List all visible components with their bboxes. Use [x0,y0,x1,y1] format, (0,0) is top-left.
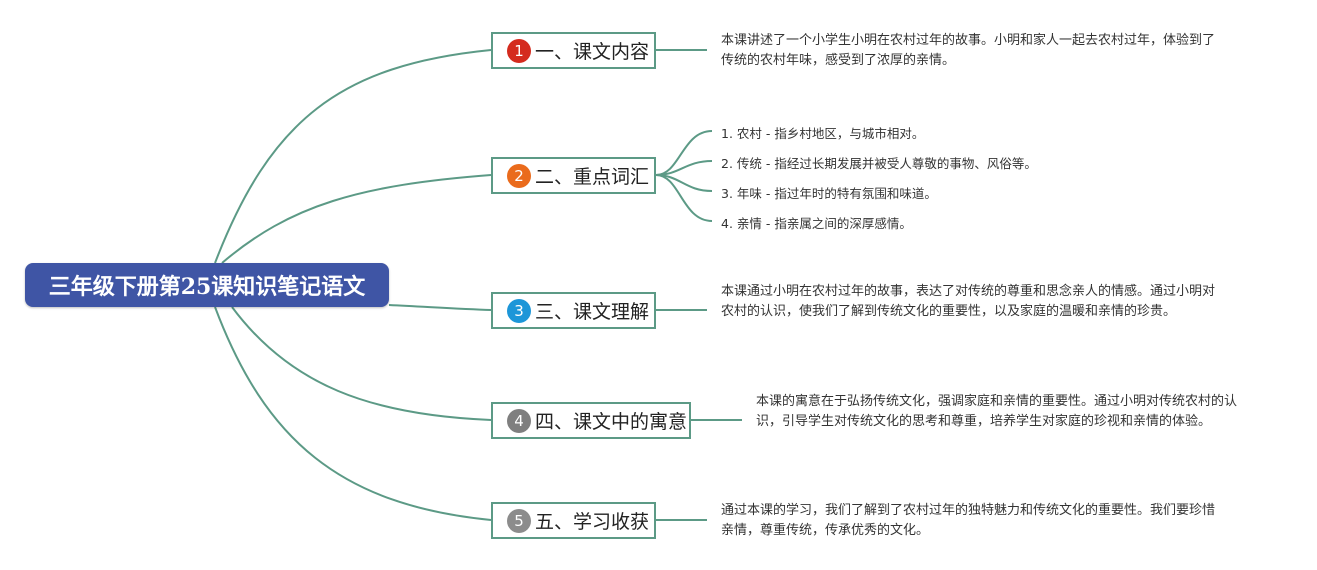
connector-root-branch-1 [214,49,492,264]
lesson-understanding-text: 本课通过小明在农村过年的故事，表达了对传统的尊重和思念亲人的情感。通过小明对农村… [721,284,1216,319]
vocab-item-tradition: 2. 传统 - 指经过长期发展并被受人尊敬的事物、风俗等。 [721,156,1037,171]
branch-label: 四、课文中的寓意 [535,411,688,433]
branch-label: 二、重点词汇 [535,166,650,188]
branch-learning-gains[interactable]: 5 五、学习收获 [491,502,656,539]
number-3-icon: 3 [507,298,531,323]
branch-lesson-understanding[interactable]: 3 三、课文理解 [491,292,656,329]
number-2-icon: 2 [507,163,531,188]
branch-lesson-meaning[interactable]: 4 四、课文中的寓意 [491,402,691,439]
connector-root-branch-5 [214,306,492,521]
branch-label: 三、课文理解 [535,301,650,323]
branch-label: 五、学习收获 [535,511,650,533]
connector-root-branch-2 [221,174,492,264]
root-title: 三年级下册第25课知识笔记语文 [48,274,366,300]
connector-vocab-4 [655,174,713,222]
connector-root-branch-3 [388,304,492,311]
vocab-item-family-affection: 4. 亲情 - 指亲属之间的深厚感情。 [721,216,912,231]
number-4-icon: 4 [507,408,531,433]
branch-key-vocabulary[interactable]: 2 二、重点词汇 [491,157,656,194]
number-5-icon: 5 [507,508,531,533]
lesson-content-text: 本课讲述了一个小学生小明在农村过年的故事。小明和家人一起去农村过年，体验到了传统… [721,33,1216,68]
lesson-meaning-text: 本课的寓意在于弘扬传统文化，强调家庭和亲情的重要性。通过小明对传统农村的认识，引… [756,394,1238,429]
root-topic[interactable]: 三年级下册第25课知识笔记语文 [25,263,389,307]
branch-lesson-content[interactable]: 1 一、课文内容 [491,32,656,69]
connector-root-branch-4 [231,306,492,421]
vocab-item-rural: 1. 农村 - 指乡村地区，与城市相对。 [721,126,925,141]
learning-gains-text: 通过本课的学习，我们了解到了农村过年的独特魅力和传统文化的重要性。我们要珍惜亲情… [721,503,1216,538]
vocab-item-new-year-flavor: 3. 年味 - 指过年时的特有氛围和味道。 [721,186,937,201]
branch-label: 一、课文内容 [535,41,650,63]
number-1-icon: 1 [507,38,531,63]
